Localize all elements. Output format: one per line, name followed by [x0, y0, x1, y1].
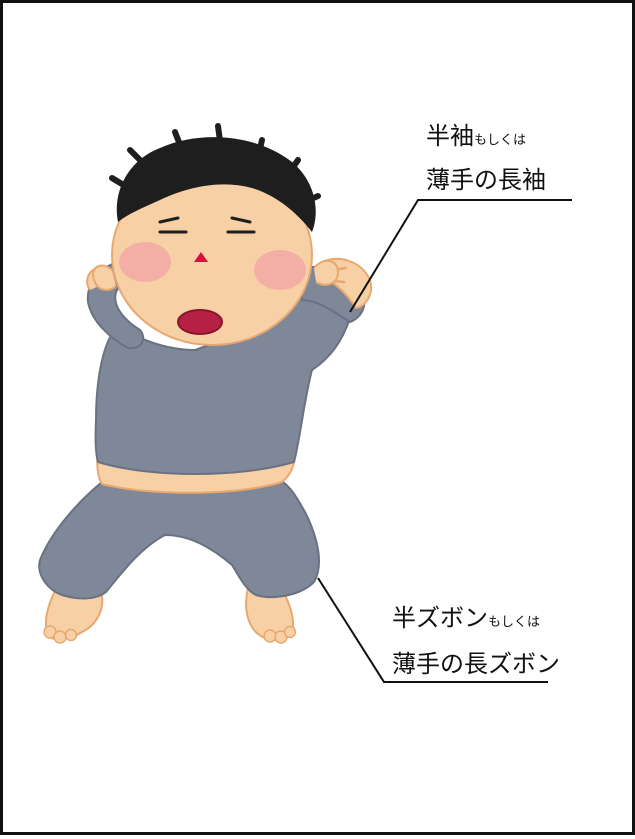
- top-note-line1-small: もしくは: [474, 133, 527, 148]
- shorts: [38, 478, 320, 600]
- bottom-note-line1-main: 半ズボン: [392, 604, 488, 632]
- bottom-note: 半ズボンもしくは: [392, 606, 540, 630]
- hair: [116, 137, 316, 232]
- top-note: 半袖もしくは: [426, 124, 526, 148]
- left-cheek: [119, 242, 171, 282]
- top-note-line2-text: 薄手の長袖: [426, 166, 546, 194]
- nose: [194, 252, 208, 262]
- bottom-note-line2: 薄手の長ズボン: [392, 652, 560, 676]
- boy-figure: [38, 123, 372, 644]
- top-note-line2: 薄手の長袖: [426, 168, 546, 192]
- bottom-note-line1-small: もしくは: [488, 615, 541, 630]
- left-eye: [158, 216, 188, 234]
- right-eye: [226, 216, 256, 234]
- top-callout-line: [349, 199, 572, 313]
- bottom-callout-line: [317, 577, 548, 683]
- left-ear: [92, 264, 117, 291]
- top-note-line1-main: 半袖: [426, 122, 474, 150]
- right-foot: [245, 583, 297, 644]
- right-cheek: [254, 250, 306, 290]
- hair-spikes: [109, 123, 321, 207]
- right-ear: [313, 259, 340, 286]
- bottom-note-line2-text: 薄手の長ズボン: [392, 650, 560, 678]
- mouth: [177, 309, 223, 335]
